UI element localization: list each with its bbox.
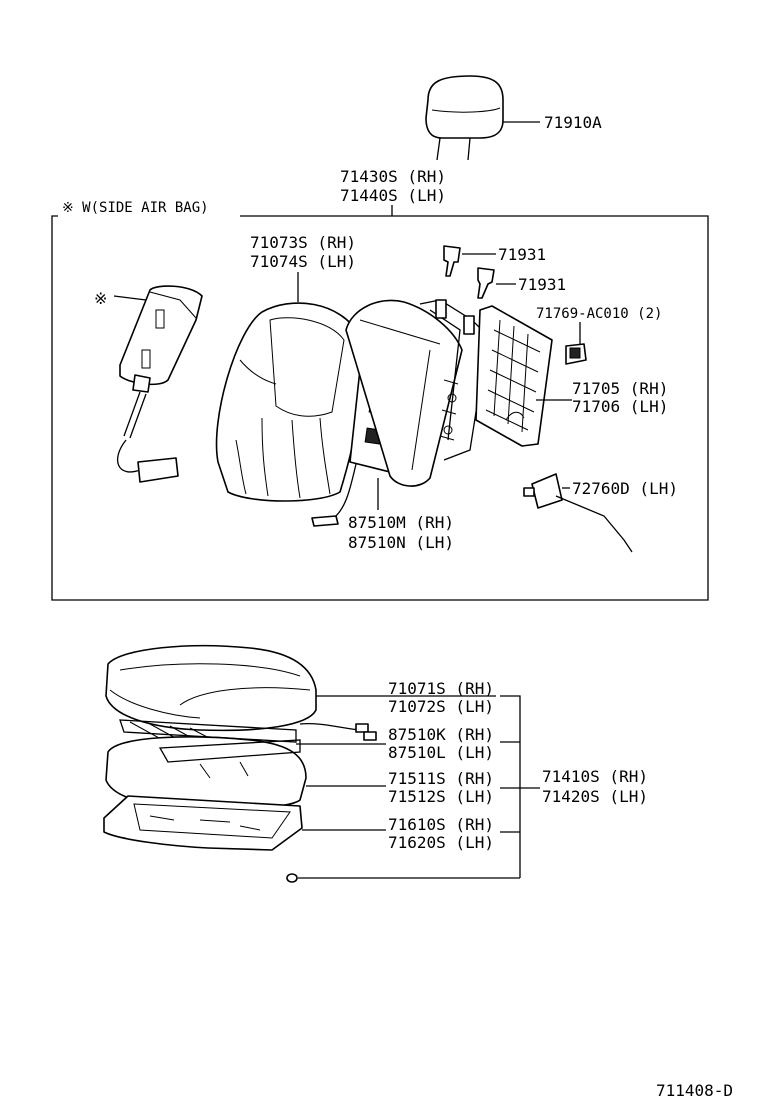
label-cushion-frame-lh: 71620S (LH) (388, 833, 494, 852)
figure-code: 711408-D (656, 1081, 733, 1100)
recliner-lever (523, 473, 633, 553)
bolt-nut (565, 322, 587, 365)
label-lever: 72760D (LH) (572, 479, 678, 498)
label-back-board-rh: 71705 (RH) (572, 379, 668, 398)
label-headrest: 71910A (544, 113, 602, 132)
label-clip-1: 71931 (498, 245, 546, 264)
clip-2 (477, 267, 516, 299)
seatback-pad (345, 299, 463, 487)
small-clip (286, 873, 520, 883)
label-cushion-assy-rh: 71410S (RH) (542, 767, 648, 786)
clip-1 (443, 245, 496, 277)
seatback-board (475, 305, 572, 447)
cushion-assembly-bracket (500, 695, 540, 878)
label-cushion-cover-lh: 71072S (LH) (388, 697, 494, 716)
label-assembly-rh: 71430S (RH) (340, 167, 446, 186)
label-heater-back-lh: 87510N (LH) (348, 533, 454, 552)
label-cushion-pad-lh: 71512S (LH) (388, 787, 494, 806)
headrest (425, 75, 540, 161)
label-clip-2: 71931 (518, 275, 566, 294)
label-cushion-assy-lh: 71420S (LH) (542, 787, 648, 806)
seatback-cover (215, 302, 365, 502)
label-back-board-lh: 71706 (LH) (572, 397, 668, 416)
cushion-cover (105, 644, 496, 732)
airbag-frame-box (51, 215, 709, 601)
side-airbag-module (113, 285, 203, 483)
airbag-mark: ※ (94, 289, 107, 308)
cushion-frame (103, 795, 386, 851)
label-side-airbag: ※ W(SIDE AIR BAG) (62, 200, 209, 216)
label-heater-cushion-lh: 87510L (LH) (388, 743, 494, 762)
label-cushion-frame-rh: 71610S (RH) (388, 815, 494, 834)
label-heater-back-rh: 87510M (RH) (348, 513, 454, 532)
label-bolt: 71769-AC010 (2) (536, 306, 662, 322)
label-back-cover-lh: 71074S (LH) (250, 252, 356, 271)
label-cushion-cover-rh: 71071S (RH) (388, 679, 494, 698)
label-back-cover-rh: 71073S (RH) (250, 233, 356, 252)
label-cushion-pad-rh: 71511S (RH) (388, 769, 494, 788)
label-assembly-lh: 71440S (LH) (340, 186, 446, 205)
label-heater-cushion-rh: 87510K (RH) (388, 725, 494, 744)
